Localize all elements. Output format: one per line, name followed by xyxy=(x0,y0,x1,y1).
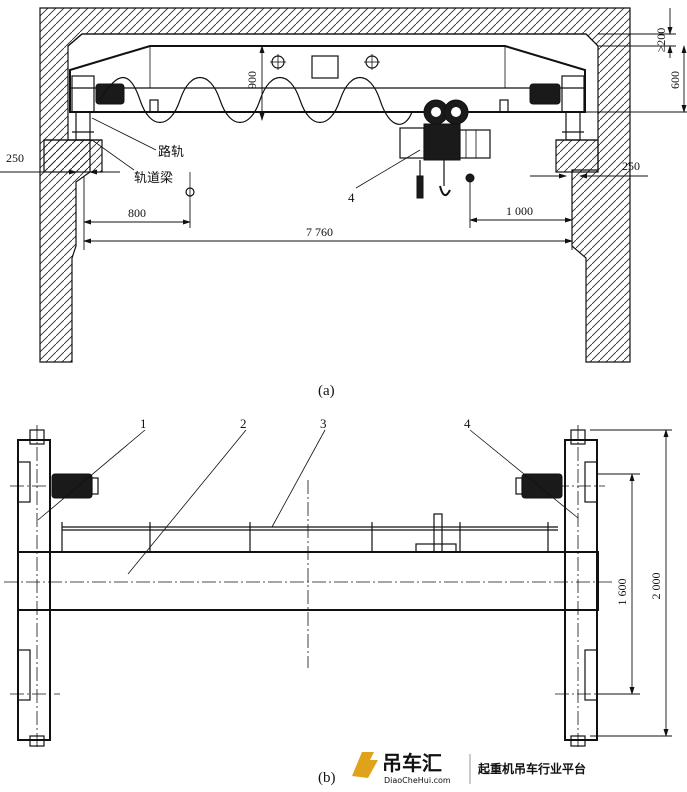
label-part-1: 1 xyxy=(140,416,147,431)
left-rail-beam xyxy=(43,139,103,173)
dim-right-hook-limit: 1 000 xyxy=(506,204,533,218)
label-rail: 路轨 xyxy=(158,144,184,160)
label-part-4-a: 4 xyxy=(348,190,355,205)
dim-end-carriage-length: 2 000 xyxy=(649,573,663,600)
crane-logo-icon xyxy=(352,752,378,778)
dim-span: 7 760 xyxy=(306,225,333,239)
dim-clearance-top: ≥200 xyxy=(654,28,668,53)
dim-hoist-travel: 900 xyxy=(245,71,259,89)
watermark-url: DiaoCheHui.com xyxy=(384,776,451,785)
label-part-4-b: 4 xyxy=(464,416,471,431)
label-part-2: 2 xyxy=(240,416,247,431)
right-rail xyxy=(565,111,581,141)
electric-hoist xyxy=(185,99,491,200)
right-rail-beam xyxy=(555,139,599,173)
figure-a: ≥200 600 900 250 250 800 1 000 7 760 路轨 … xyxy=(0,7,687,399)
caption-b: (b) xyxy=(318,770,336,786)
caption-a: (a) xyxy=(318,383,335,399)
building-wall-hatch xyxy=(39,7,631,363)
walkway-railing xyxy=(61,513,558,553)
left-end-beam xyxy=(17,439,51,741)
right-end-beam xyxy=(564,439,598,741)
dim-left-offset: 250 xyxy=(6,151,24,165)
right-drive-motor xyxy=(529,83,561,105)
dim-left-hook-limit: 800 xyxy=(128,206,146,220)
watermark-brand: 吊车汇 xyxy=(382,751,442,775)
dim-right-offset: 250 xyxy=(622,159,640,173)
watermark-slogan: 起重机吊车行业平台 xyxy=(477,761,586,776)
left-drive-motor-b xyxy=(51,473,93,499)
dim-bridge-height: 600 xyxy=(668,71,682,89)
right-end-carriage xyxy=(561,75,585,113)
dim-wheel-base: 1 600 xyxy=(615,579,629,606)
left-end-carriage xyxy=(71,75,95,113)
watermark: 吊车汇 DiaoCheHui.com 起重机吊车行业平台 xyxy=(352,751,586,785)
label-part-3: 3 xyxy=(320,416,327,431)
figure-b: 1 2 3 4 1 600 2 000 (b) xyxy=(4,416,672,786)
left-drive-motor xyxy=(95,83,125,105)
label-rail-beam: 轨道梁 xyxy=(134,171,173,186)
left-rail xyxy=(75,111,91,141)
